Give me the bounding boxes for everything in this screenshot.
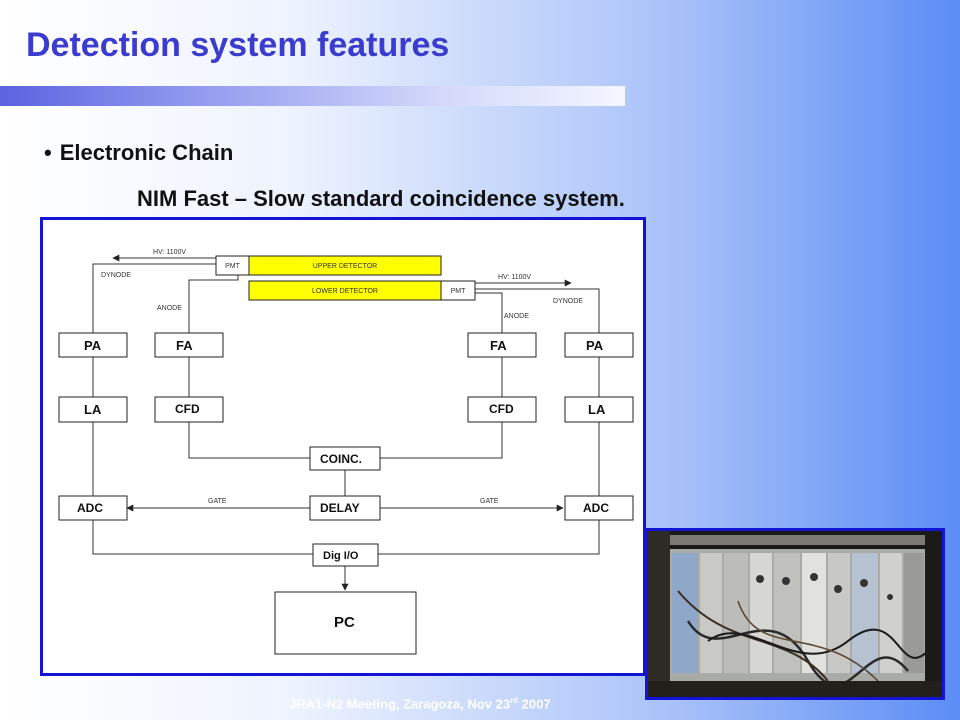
- cfd-right-box: CFD: [467, 396, 537, 423]
- upper-detector-label: UPPER DETECTOR: [313, 263, 377, 270]
- footer-superscript: rd: [510, 696, 519, 705]
- pa-right-box: PA: [564, 332, 634, 358]
- footer-year: 2007: [518, 696, 551, 712]
- pmt-right-label: PMT: [451, 288, 467, 295]
- adc-right-label: ADC: [583, 501, 609, 515]
- anode-right-label: ANODE: [504, 313, 529, 320]
- diagram-frame: PMT UPPER DETECTOR LOWER DETECTOR PMT HV…: [40, 217, 646, 676]
- la-right-box: LA: [564, 396, 634, 423]
- footer-text: JRA1-N2 Meeting, Zaragoza, Nov 23: [289, 696, 511, 712]
- pa-right-label: PA: [586, 338, 604, 353]
- dynode-left-label: DYNODE: [101, 272, 131, 279]
- gate-left-label: GATE: [208, 498, 227, 505]
- pc-box: PC: [274, 591, 417, 655]
- pa-left-label: PA: [84, 338, 102, 353]
- bullet-text: Electronic Chain: [59, 140, 234, 165]
- adc-right-box: ADC: [564, 495, 634, 521]
- la-left-label: LA: [84, 402, 102, 417]
- fa-left-box: FA: [154, 332, 224, 358]
- digio-label: Dig I/O: [323, 550, 359, 562]
- adc-left-label: ADC: [77, 501, 103, 515]
- fa-left-label: FA: [176, 338, 193, 353]
- slide-footer: JRA1-N2 Meeting, Zaragoza, Nov 23rd 2007: [289, 696, 551, 711]
- delay-label: DELAY: [320, 501, 360, 515]
- hv-right-label: HV: 1100V: [498, 274, 531, 281]
- fa-right-box: FA: [467, 332, 537, 358]
- bullet-dot-icon: •: [44, 140, 52, 165]
- bullet-item: • Electronic Chain: [44, 140, 233, 166]
- digio-box: Dig I/O: [312, 543, 379, 567]
- slide-title: Detection system features: [26, 26, 450, 64]
- lower-detector: LOWER DETECTOR PMT: [248, 280, 476, 301]
- pc-label: PC: [334, 614, 355, 631]
- nim-crate-photo-icon: [648, 531, 942, 697]
- coinc-box: COINC.: [309, 446, 381, 471]
- pa-left-box: PA: [58, 332, 128, 358]
- fa-right-label: FA: [490, 338, 507, 353]
- pmt-left-label: PMT: [225, 263, 241, 270]
- la-left-box: LA: [58, 396, 128, 423]
- cfd-right-label: CFD: [489, 402, 514, 416]
- diagram-wires: [92, 254, 600, 591]
- cfd-left-box: CFD: [154, 396, 224, 423]
- gate-right-label: GATE: [480, 498, 499, 505]
- dynode-right-label: DYNODE: [553, 298, 583, 305]
- diagram-subtitle: NIM Fast – Slow standard coincidence sys…: [137, 186, 625, 211]
- coinc-label: COINC.: [320, 452, 362, 466]
- la-right-label: LA: [588, 402, 606, 417]
- adc-left-box: ADC: [58, 495, 128, 521]
- title-underline-bar: [0, 86, 625, 106]
- hv-left-label: HV: 1100V: [153, 249, 186, 256]
- upper-detector: PMT UPPER DETECTOR: [215, 255, 442, 276]
- cfd-left-label: CFD: [175, 402, 200, 416]
- anode-left-label: ANODE: [157, 305, 182, 312]
- delay-box: DELAY: [309, 495, 381, 521]
- equipment-photo: [645, 528, 945, 700]
- electronic-chain-diagram: PMT UPPER DETECTOR LOWER DETECTOR PMT HV…: [58, 249, 634, 655]
- lower-detector-label: LOWER DETECTOR: [312, 288, 378, 295]
